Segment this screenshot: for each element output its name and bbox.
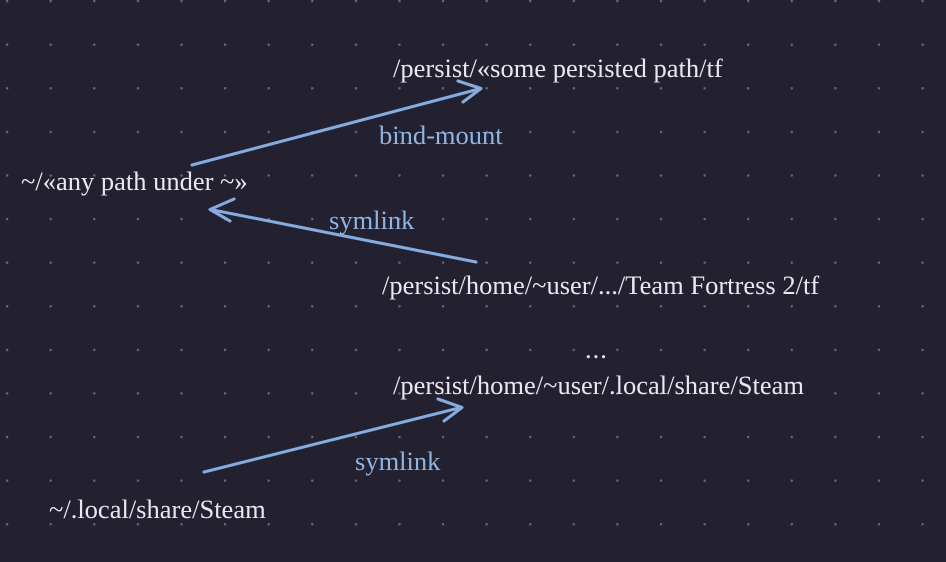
edge-label-bind-mount: bind-mount <box>379 120 503 150</box>
symlink-arrow-top <box>208 197 478 264</box>
symlink-arrow-bottom <box>202 397 464 474</box>
node-persist-team-fortress-tf: /persist/home/~user/.../Team Fortress 2/… <box>382 270 820 300</box>
edge-label-symlink-top: symlink <box>329 205 415 235</box>
node-persist-some-path-tf: /persist/«some persisted path/tf <box>393 53 723 83</box>
node-home-any-path: ~/«any path under ~» <box>21 166 248 196</box>
ellipsis-separator: ... <box>585 334 608 364</box>
node-persist-steam: /persist/home/~user/.local/share/Steam <box>393 370 804 400</box>
node-home-steam: ~/.local/share/Steam <box>49 494 266 524</box>
edge-label-symlink-bottom: symlink <box>355 446 441 476</box>
bind-mount-arrow <box>190 79 483 167</box>
